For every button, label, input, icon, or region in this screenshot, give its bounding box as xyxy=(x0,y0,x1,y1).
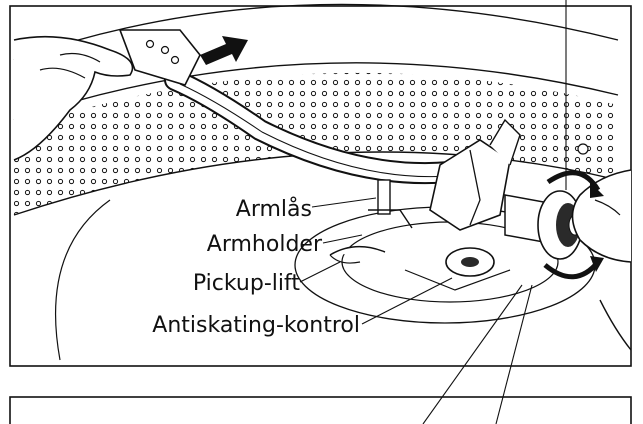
label-anti-skating: Antiskating-kontrol xyxy=(152,313,360,338)
label-arm-rest: Armholder xyxy=(207,232,323,257)
inset-frame xyxy=(9,396,632,424)
label-cue-lever: Pickup-lift xyxy=(193,271,300,296)
motion-arrow-icon xyxy=(200,36,248,65)
label-arm-lock: Armlås xyxy=(236,196,312,222)
headshell xyxy=(118,29,201,86)
tonearm xyxy=(164,69,583,264)
callout-line-bottom-right xyxy=(495,284,533,424)
callout-line-bottom-left xyxy=(422,284,523,424)
hand-right-icon xyxy=(571,169,632,351)
hand-left-icon xyxy=(13,35,134,161)
label-leaders xyxy=(299,197,453,325)
rotate-arrow-icon xyxy=(543,170,604,280)
